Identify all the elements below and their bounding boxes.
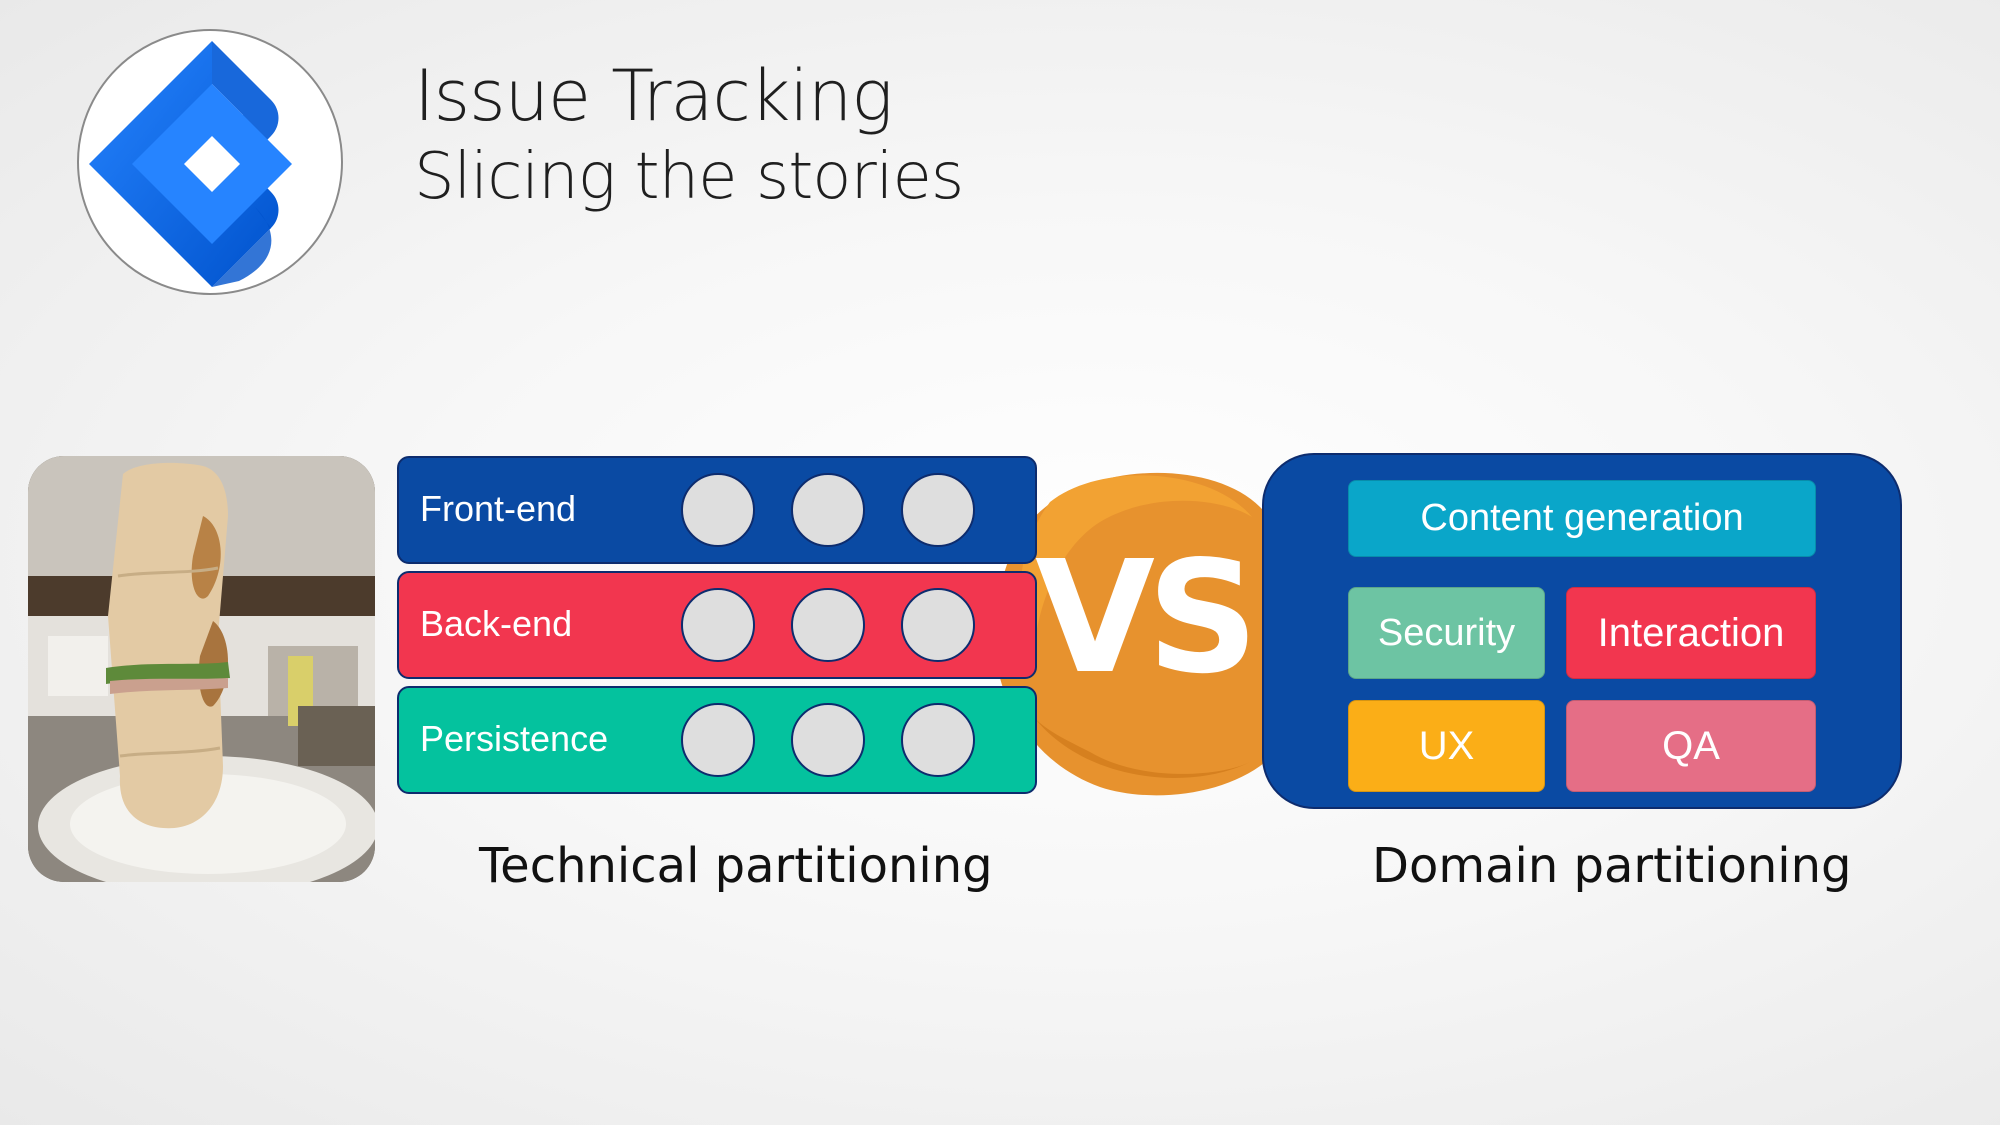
tall-sandwich-photo xyxy=(28,456,375,882)
story-circle xyxy=(791,703,865,777)
front-end-row: Front-end xyxy=(397,456,1037,564)
story-circle xyxy=(901,473,975,547)
security-tile: Security xyxy=(1348,587,1545,679)
qa-tile: QA xyxy=(1566,700,1816,792)
sandwich-illustration xyxy=(28,456,375,882)
jira-logo-icon xyxy=(89,41,292,287)
persistence-row: Persistence xyxy=(397,686,1037,794)
vs-blob-shape xyxy=(994,472,1307,796)
front-end-label: Front-end xyxy=(420,488,577,529)
page-subtitle: Slicing the stories xyxy=(414,140,964,214)
story-circle xyxy=(791,588,865,662)
ux-tile: UX xyxy=(1348,700,1545,792)
vs-label: VS xyxy=(1035,527,1259,708)
story-circle xyxy=(681,473,755,547)
story-circle xyxy=(901,588,975,662)
content-generation-tile: Content generation xyxy=(1348,480,1816,557)
technical-partitioning-caption: Technical partitioning xyxy=(479,838,993,894)
jira-logo xyxy=(77,29,343,295)
domain-partitioning-caption: Domain partitioning xyxy=(1372,838,1852,894)
story-circle xyxy=(681,588,755,662)
story-circle xyxy=(901,703,975,777)
interaction-tile: Interaction xyxy=(1566,587,1816,679)
back-end-row: Back-end xyxy=(397,571,1037,679)
page-title: Issue Tracking xyxy=(414,55,893,137)
story-circle xyxy=(681,703,755,777)
persistence-label: Persistence xyxy=(420,718,609,759)
story-circle xyxy=(791,473,865,547)
back-end-label: Back-end xyxy=(420,603,573,644)
